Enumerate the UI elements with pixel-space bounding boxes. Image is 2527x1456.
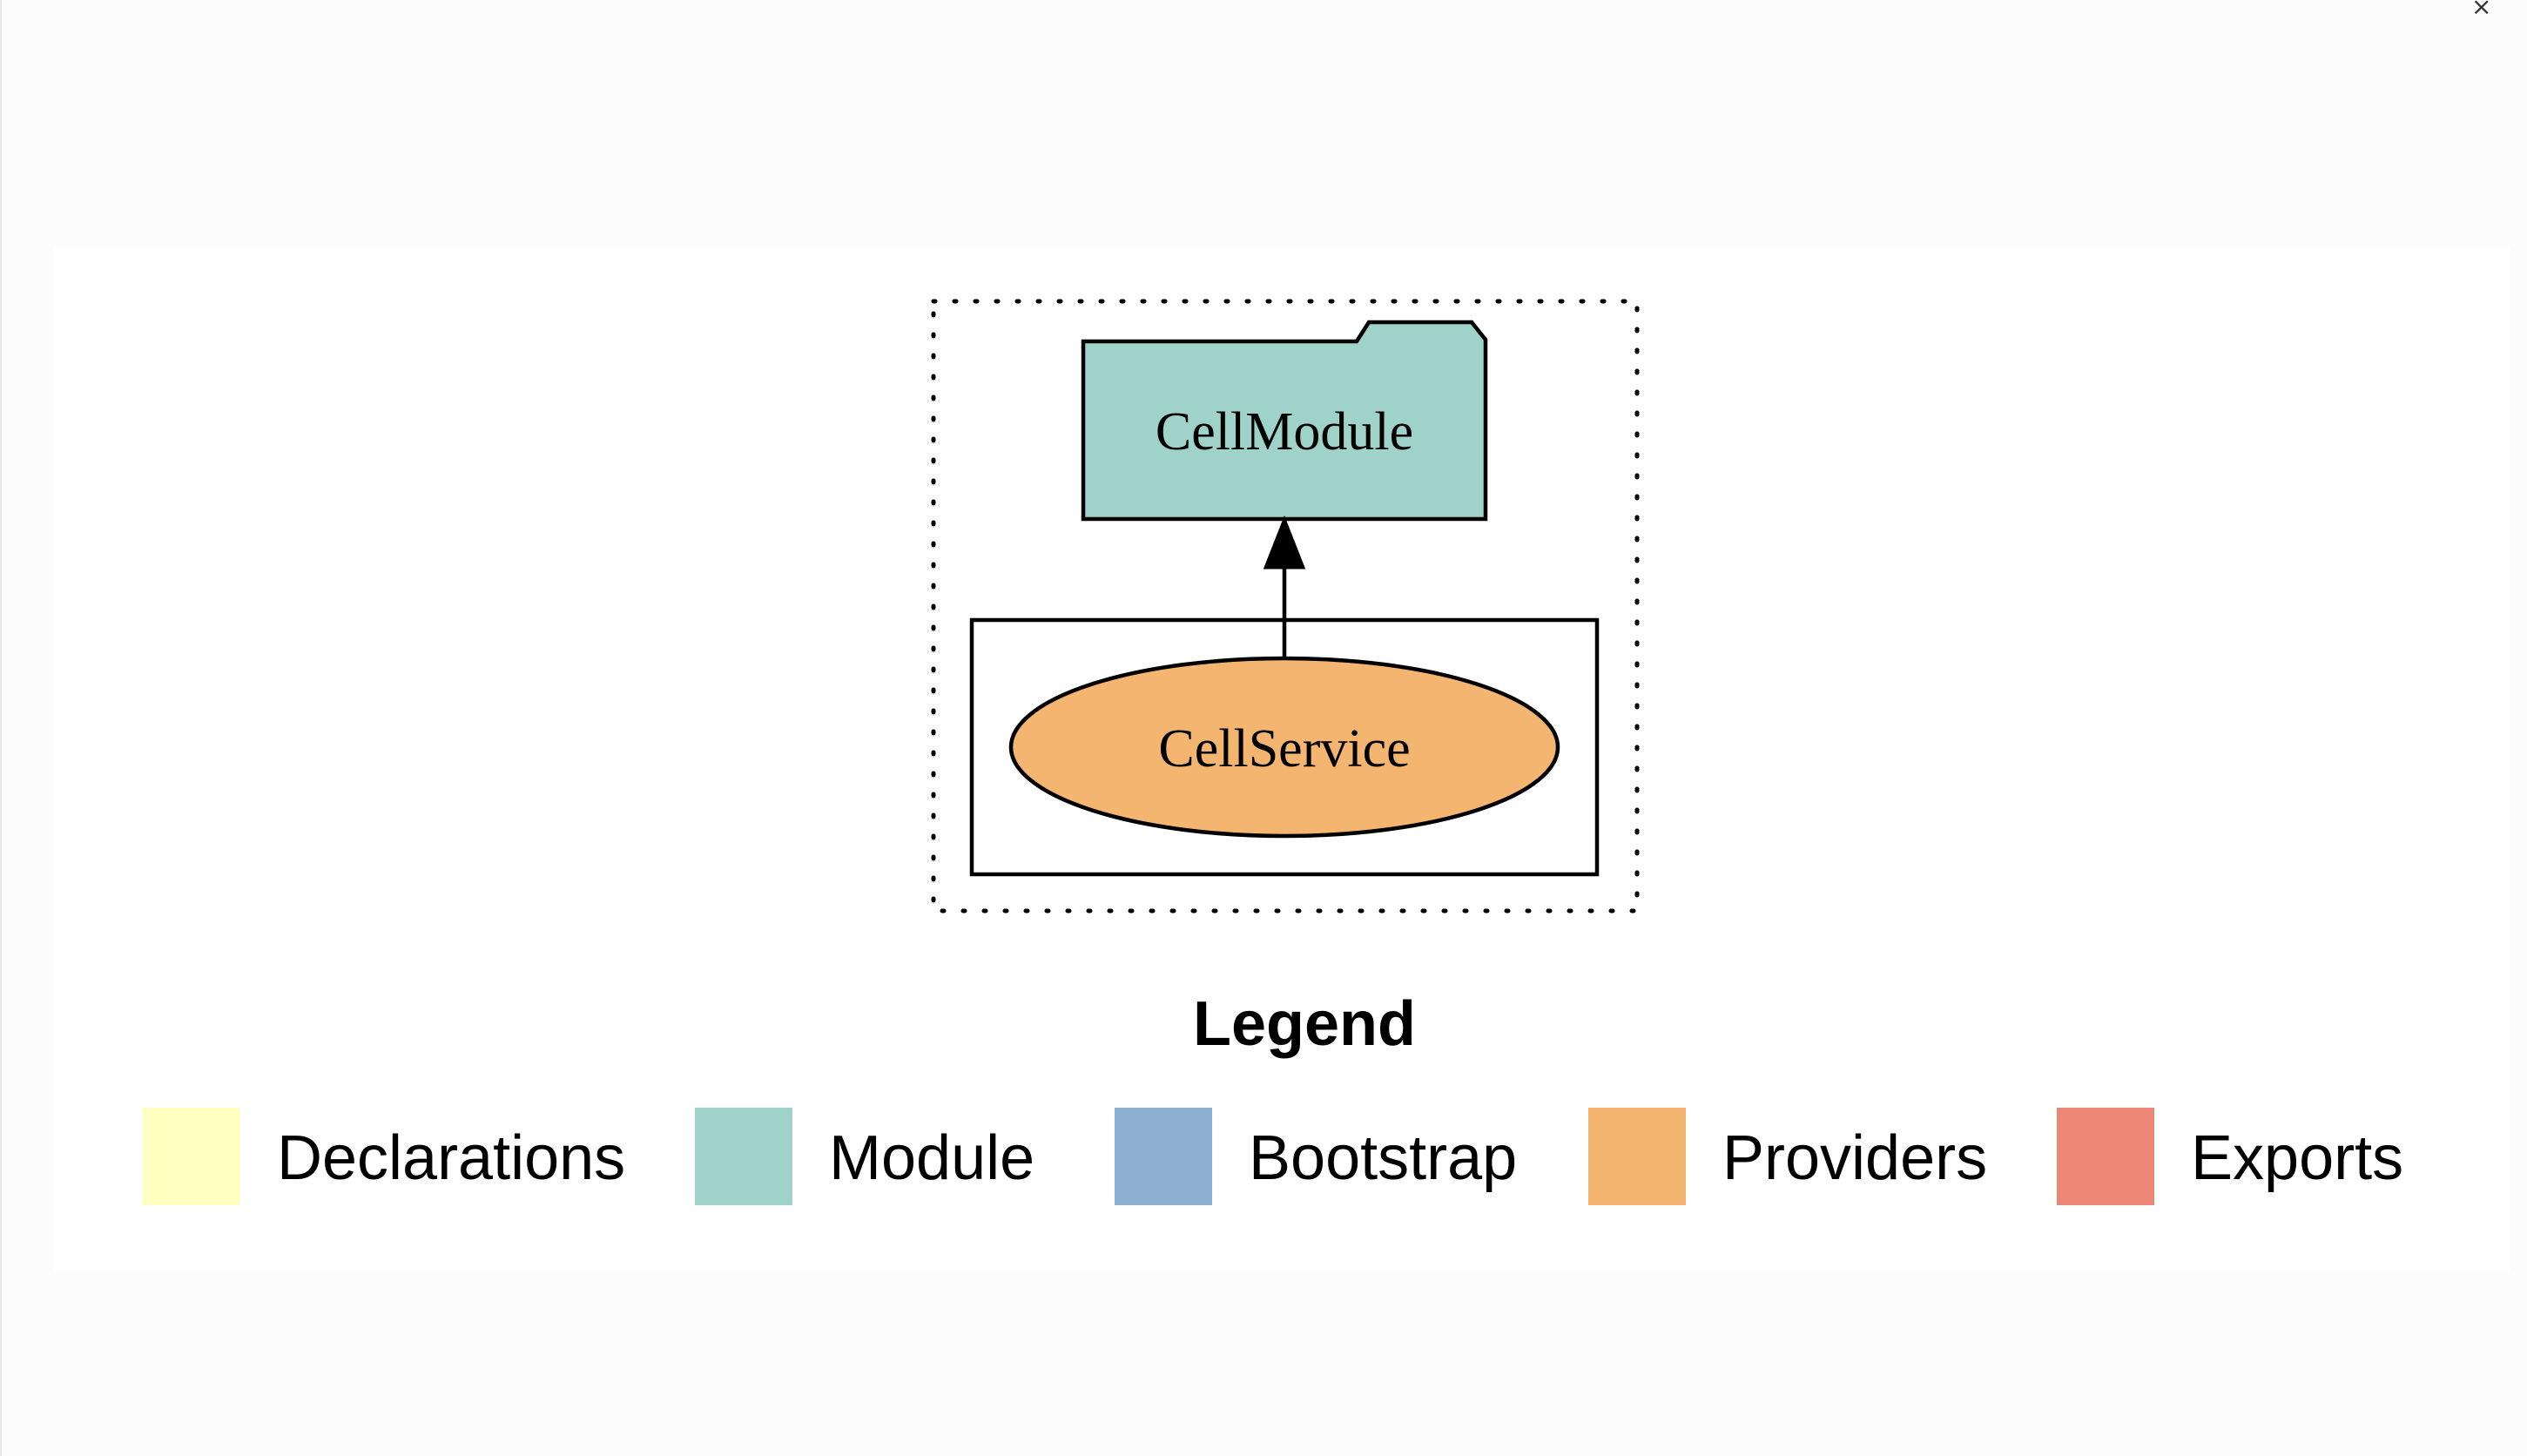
legend-item-declarations: Declarations — [143, 1108, 625, 1205]
provider-node[interactable]: CellService — [1008, 656, 1560, 839]
legend-label: Providers — [1722, 1123, 1987, 1193]
close-icon[interactable]: × — [2471, 0, 2492, 21]
legend-label: Exports — [2191, 1123, 2403, 1193]
legend-label: Bootstrap — [1249, 1123, 1517, 1193]
diagram-panel: CellModule CellService Legend Declaratio… — [54, 246, 2510, 1273]
edge-arrowhead — [1263, 515, 1306, 570]
module-cluster-border — [931, 299, 1640, 913]
dependency-graph: CellModule CellService Legend Declaratio… — [143, 299, 2403, 1205]
module-node[interactable]: CellModule — [1081, 320, 1488, 522]
legend-item-module: Module — [695, 1108, 1034, 1205]
legend-swatch — [143, 1108, 240, 1205]
module-node-label: CellModule — [1156, 402, 1413, 462]
provider-node-label: CellService — [1158, 719, 1410, 779]
legend-swatch — [1588, 1108, 1686, 1205]
legend-title: Legend — [1193, 989, 1416, 1059]
module-node-shape — [1081, 320, 1488, 522]
legend-label: Module — [829, 1123, 1034, 1193]
legend-swatch — [1115, 1108, 1212, 1205]
provider-node-shape — [1008, 656, 1560, 839]
legend-item-providers: Providers — [1588, 1108, 1987, 1205]
legend-item-exports: Exports — [2057, 1108, 2403, 1205]
legend-item-bootstrap: Bootstrap — [1115, 1108, 1517, 1205]
legend-swatch — [2057, 1108, 2154, 1205]
legend-label: Declarations — [277, 1123, 625, 1193]
legend-swatch — [695, 1108, 792, 1205]
